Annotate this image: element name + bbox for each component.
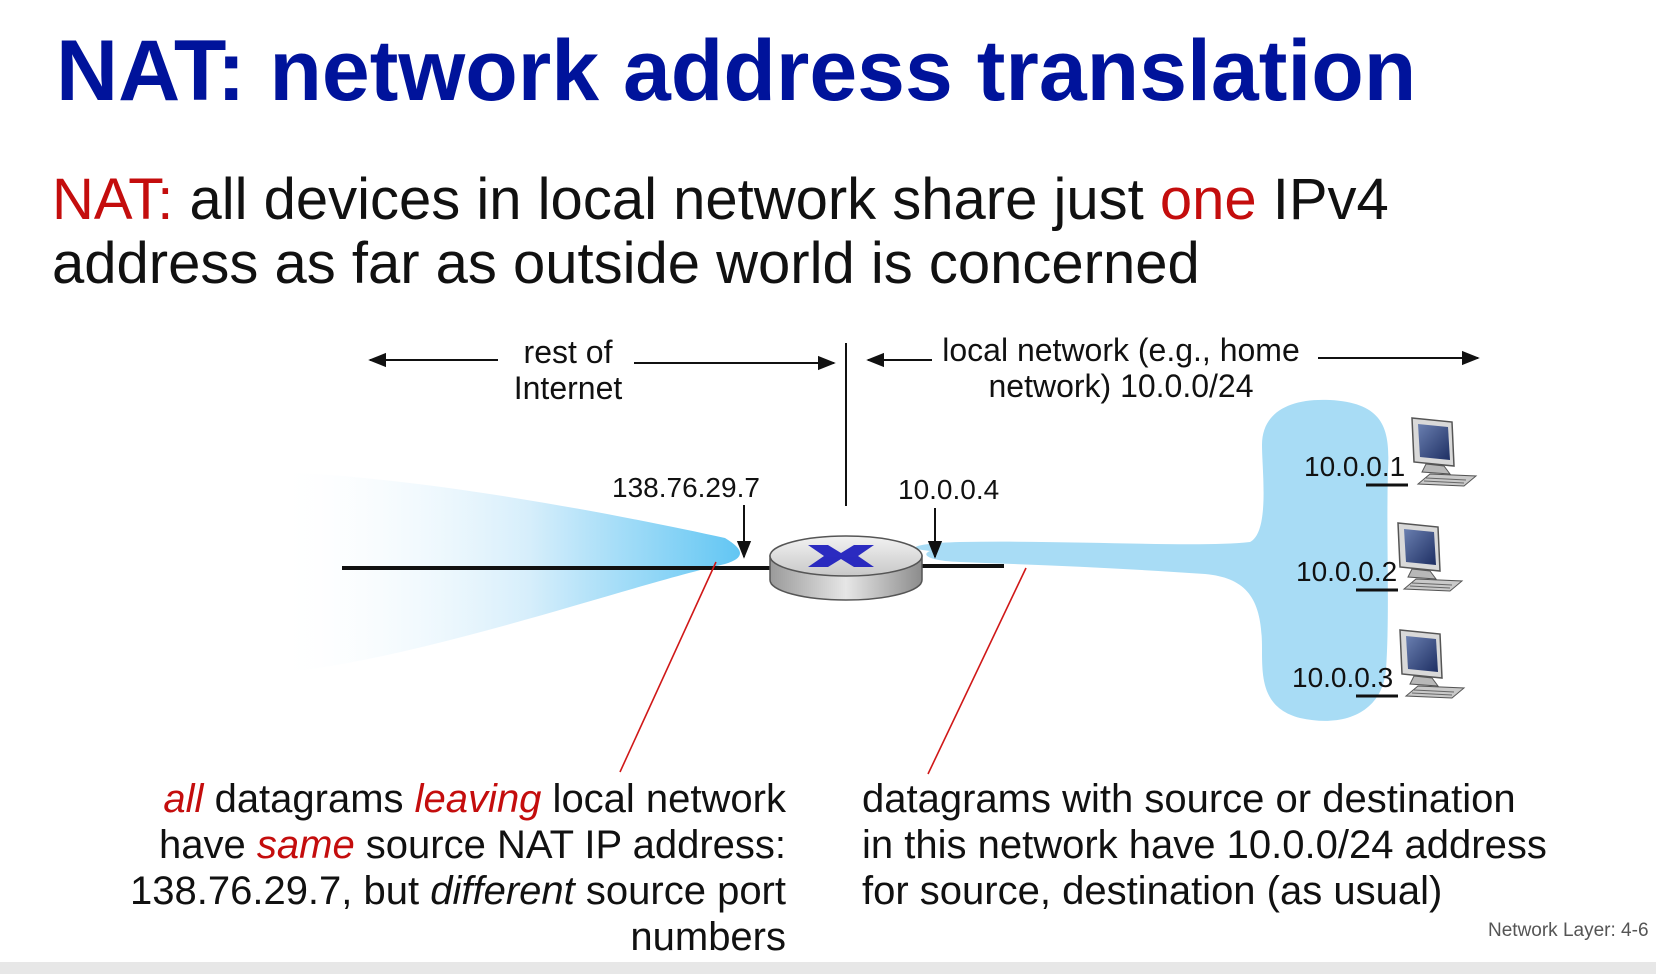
desktop-computer-icon — [1411, 417, 1478, 487]
lead-text-b: IPv4 — [1256, 167, 1389, 232]
caption-text: 138.76.29.7, but — [129, 869, 431, 913]
lead-emphasis: one — [1159, 167, 1257, 232]
caption-text: source NAT IP address: — [354, 823, 786, 867]
caption-word-leaving: leaving — [414, 777, 542, 821]
desktop-computer-icon — [1399, 629, 1466, 699]
slide-title: NAT: network address translation — [56, 23, 1417, 119]
internet-label-line-1: rest of — [523, 334, 613, 370]
nat-router-icon — [769, 535, 923, 601]
host-ip-label-2: 10.0.0.2 — [1296, 556, 1398, 587]
host-ip-label-1: 10.0.0.1 — [1304, 451, 1406, 482]
local-label-line-1: local network (e.g., home — [942, 332, 1300, 368]
lead-prefix: NAT: — [52, 167, 174, 232]
internet-label-line-2: Internet — [513, 370, 623, 406]
caption-line-2: in this network have 10.0.0/24 address — [862, 823, 1547, 867]
desktop-computer-icon — [1397, 522, 1464, 592]
callout-line-right — [927, 567, 1027, 775]
caption-text: have — [159, 823, 257, 867]
outbound-caption: all datagrams leaving local network have… — [0, 776, 786, 960]
lead-text-a: all devices in local network share just — [173, 167, 1160, 232]
public-ip-label: 138.76.29.7 — [612, 472, 760, 503]
local-label-line-2: network) 10.0.0/24 — [988, 368, 1254, 404]
local-network-cloud — [915, 399, 1389, 721]
caption-word-different: different — [430, 869, 575, 913]
host-ip-label-3: 10.0.0.3 — [1292, 662, 1394, 693]
caption-word-all: all — [163, 777, 204, 821]
slide-footer: Network Layer: 4-6 — [1488, 920, 1649, 941]
caption-text: local network — [541, 777, 786, 821]
caption-text: source port — [574, 869, 786, 913]
router-local-ip-label: 10.0.0.4 — [898, 474, 1000, 505]
lead-line-2: address as far as outside world is conce… — [52, 231, 1200, 296]
caption-line-3: for source, destination (as usual) — [862, 869, 1443, 913]
caption-line-1: datagrams with source or destination — [862, 777, 1516, 821]
internet-cloud — [272, 472, 740, 674]
callout-line-left — [619, 561, 717, 773]
local-caption: datagrams with source or destination in … — [862, 776, 1642, 914]
caption-text: numbers — [630, 915, 786, 959]
internet-scope-label: rest of Internet — [506, 334, 630, 406]
local-network-scope-label: local network (e.g., home network) 10.0.… — [930, 332, 1312, 404]
bottom-scroll-bar — [0, 962, 1656, 974]
caption-word-same: same — [256, 823, 355, 867]
caption-text: datagrams — [203, 777, 415, 821]
lead-statement: NAT: all devices in local network share … — [52, 168, 1389, 296]
